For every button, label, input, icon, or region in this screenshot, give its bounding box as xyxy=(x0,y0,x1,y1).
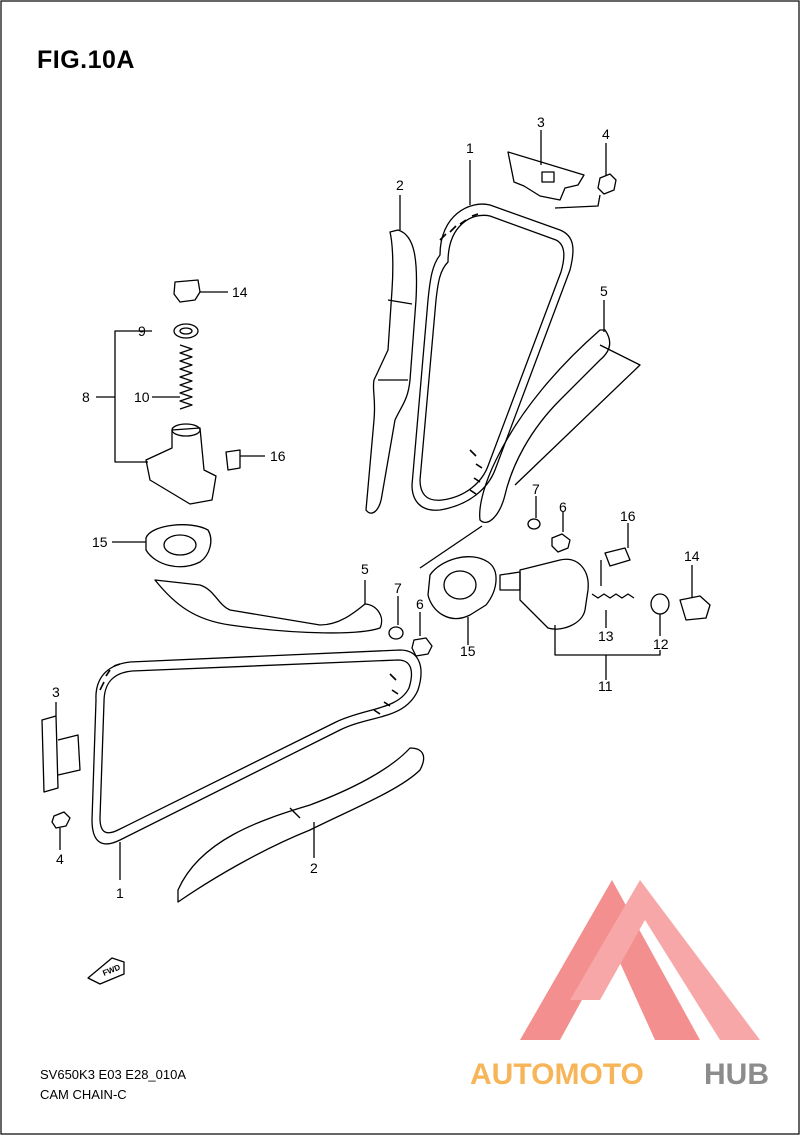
tensioner-plunger-right xyxy=(499,571,521,591)
callout-3-top: 3 xyxy=(537,114,545,130)
gasket-right-hole xyxy=(443,570,477,600)
callout-15-right: 15 xyxy=(460,643,476,659)
cam-chain-top-links xyxy=(439,213,483,495)
leader-11-bracket xyxy=(554,625,661,656)
callout-9: 9 xyxy=(138,323,146,339)
bolt-bottom xyxy=(51,811,71,829)
callout-2-bottom: 2 xyxy=(310,860,318,876)
spring-left xyxy=(179,344,193,410)
cap-bolt-left xyxy=(173,279,201,303)
chain-guide-bottom-rib xyxy=(289,807,301,819)
tensioner-body-left xyxy=(145,427,217,505)
callout-1-top: 1 xyxy=(466,140,474,156)
bolt-right xyxy=(551,533,571,553)
spring-right xyxy=(591,593,635,599)
callout-4-top: 4 xyxy=(602,126,610,142)
gasket-left xyxy=(145,524,212,568)
leader-4-top xyxy=(554,143,607,209)
cam-chain-bottom-inner xyxy=(99,659,413,834)
watermark-word-automoto: AUTOMOTO xyxy=(470,1058,644,1091)
tensioner-body-right xyxy=(519,558,589,630)
fwd-arrow-shape xyxy=(87,957,125,985)
watermark-triangle-right xyxy=(570,880,760,1040)
callout-5-mid: 5 xyxy=(361,561,369,577)
washer-12 xyxy=(650,593,670,615)
callout-11: 11 xyxy=(598,678,613,694)
callout-3-bottom: 3 xyxy=(52,684,60,700)
callout-1-bottom: 1 xyxy=(116,885,124,901)
callout-labels: 1 2 3 4 5 14 9 10 8 16 15 7 6 16 14 5 7 … xyxy=(52,114,700,901)
callout-7-right: 7 xyxy=(532,481,540,497)
callout-7-mid: 7 xyxy=(394,580,402,596)
callout-14-right: 14 xyxy=(684,548,700,564)
washer-mid xyxy=(388,626,404,640)
washer-right xyxy=(527,518,541,530)
callout-5-top: 5 xyxy=(600,283,608,299)
cam-chain-bottom xyxy=(91,649,422,845)
cam-chain-bottom-links xyxy=(99,663,399,715)
watermark-logo xyxy=(520,880,760,1040)
watermark-triangle-left xyxy=(520,880,700,1040)
washer-left xyxy=(173,323,199,339)
figure-name: CAM CHAIN-C xyxy=(40,1087,127,1102)
cam-chain-top xyxy=(411,203,574,511)
guide-bracket-top-slot xyxy=(541,171,555,183)
watermark-text: AUTOMOTO HUB xyxy=(470,1058,769,1091)
tensioner-shoe-bottom xyxy=(154,579,383,634)
chain-guide-top xyxy=(365,229,418,514)
tensioner-shoe-top-leader xyxy=(514,344,641,486)
callout-10: 10 xyxy=(134,389,150,405)
bolt-16-left xyxy=(225,449,241,471)
callout-13: 13 xyxy=(598,628,614,644)
bolt-mid xyxy=(411,637,433,657)
chain-guide-bottom xyxy=(177,747,425,903)
callout-6-mid: 6 xyxy=(416,596,424,612)
callout-16-left: 16 xyxy=(270,448,286,464)
guide-bracket-top xyxy=(507,151,585,201)
bolt-16-right xyxy=(604,547,631,567)
figure-code: SV650K3 E03 E28_010A xyxy=(40,1067,187,1082)
watermark-word-hub: HUB xyxy=(704,1058,769,1091)
callout-2-top: 2 xyxy=(396,177,404,193)
guide-bracket-bottom xyxy=(41,715,59,793)
callout-8: 8 xyxy=(82,389,90,405)
figure-title: FIG.10A xyxy=(37,46,135,74)
callout-14-left: 14 xyxy=(232,284,248,300)
callout-15-left: 15 xyxy=(92,534,108,550)
gasket-right xyxy=(427,556,497,620)
cap-bolt-right xyxy=(679,595,711,621)
leader-16-right xyxy=(600,523,629,586)
guide-bracket-bottom-tab xyxy=(57,734,81,776)
leader-shoe-to-gasket xyxy=(419,525,483,569)
cam-chain-top-inner xyxy=(419,214,565,501)
callout-16-right: 16 xyxy=(620,508,636,524)
callout-4-bottom: 4 xyxy=(56,851,64,867)
bolt-top xyxy=(597,173,617,195)
callout-6-right: 6 xyxy=(559,499,567,515)
chain-guide-top-ribs xyxy=(378,299,413,381)
tensioner-shoe-top xyxy=(479,329,611,523)
callout-12: 12 xyxy=(653,636,669,652)
tensioner-body-left-top xyxy=(171,423,201,437)
